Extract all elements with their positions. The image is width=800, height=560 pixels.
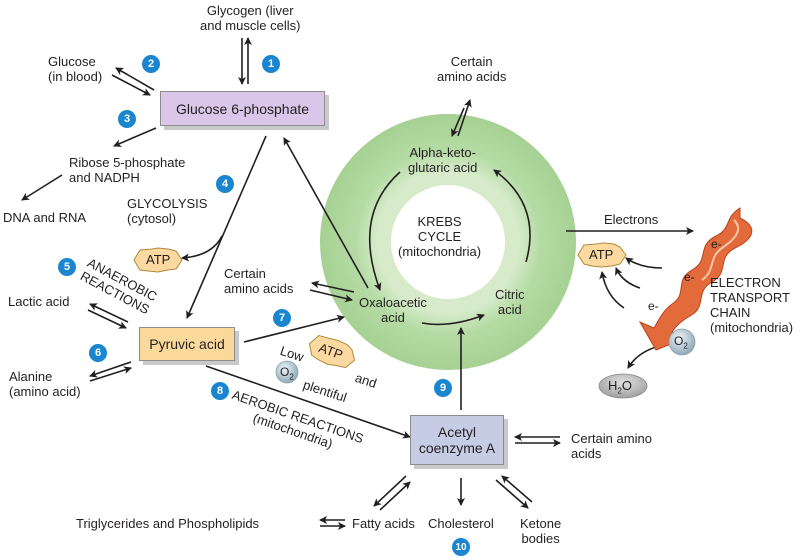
krebs-cycle-center	[391, 185, 505, 299]
electron-mark-2: e-	[684, 270, 695, 284]
arrow-amino-to-alpha	[451, 107, 465, 137]
arrow-amino-to-oxalo	[309, 289, 353, 303]
step-badge-6: 6	[89, 344, 107, 362]
arrow-pyruvic-to-acetyl	[205, 365, 411, 439]
certain-amino-acids-acetyl-label: Certain amino acids	[571, 431, 652, 461]
alpha-ketoglutaric-label: Alpha-keto- glutaric acid	[408, 145, 478, 175]
arrow-alpha-to-amino	[457, 99, 472, 137]
lactic-acid-label: Lactic acid	[8, 294, 70, 309]
arrow-glycolysis-atp	[181, 235, 223, 262]
arrow-glucose-to-g6p	[111, 74, 151, 96]
arrow-etc-atp-2	[615, 267, 641, 289]
o2-label-pyruvic: O2	[280, 365, 294, 382]
dna-rna-label: DNA and RNA	[3, 210, 87, 225]
etc-highlight	[701, 219, 740, 281]
glycolysis-label: GLYCOLYSIS (cytosol)	[127, 196, 208, 226]
arrow-o2-to-h2o	[627, 343, 671, 369]
step-badge-5: 5	[58, 258, 76, 276]
o2-label-etc: O2	[674, 334, 688, 351]
ribose-label: Ribose 5-phosphate and NADPH	[69, 155, 186, 185]
citric-acid-label: Citric acid	[495, 287, 525, 317]
certain-amino-acids-alpha-label: Certain amino acids	[437, 54, 507, 84]
step-badge-9: 9	[434, 379, 452, 397]
krebs-cycle-label: KREBS CYCLE (mitochondria)	[398, 214, 482, 259]
arrow-oxaloacetic-to-g6p	[283, 137, 369, 289]
step-badge-10: 10	[452, 538, 470, 556]
ketone-bodies-label: Ketone bodies	[520, 516, 562, 546]
arrow-oxalo-to-citric	[421, 313, 485, 326]
arrow-glycolysis	[186, 135, 267, 319]
arrow-pyruvic-to-lactic	[89, 303, 129, 323]
atp-label-glycolysis: ATP	[146, 252, 171, 267]
atp-star-etc	[577, 242, 627, 268]
electrons-label: Electrons	[604, 212, 659, 227]
arrow-ketone-to-acetyl	[501, 475, 533, 503]
step-badge-3: 3	[118, 110, 136, 128]
acetyl-coenzyme-a-box: Acetyl coenzyme A	[410, 415, 504, 465]
step-badge-4: 4	[216, 175, 234, 193]
glycogen-label: Glycogen (liver and muscle cells)	[200, 3, 301, 33]
oxygen-molecule-etc	[668, 328, 696, 356]
arrow-ribose-to-dna	[21, 174, 63, 201]
atp-star-glycolysis	[133, 247, 183, 273]
electron-mark-3: e-	[648, 299, 659, 313]
electron-transport-chain-label: ELECTRON TRANSPORT CHAIN (mitochondria)	[710, 275, 794, 335]
arrow-oxalo-to-amino	[311, 280, 355, 293]
arrow-etc-atp-3	[599, 271, 625, 309]
h2o-label: H2O	[608, 378, 632, 396]
step-badge-7: 7	[273, 309, 291, 327]
arrow-lactic-to-pyruvic	[87, 309, 127, 329]
step-badge-2: 2	[142, 55, 160, 73]
electron-transport-chain	[638, 207, 753, 351]
arrow-fatty-to-acetyl	[379, 481, 411, 511]
fatty-acids-label: Fatty acids	[352, 516, 415, 531]
water-molecule	[598, 373, 648, 399]
certain-amino-acids-oxalo-label: Certain amino acids	[224, 266, 294, 296]
glucose-6-phosphate-box: Glucose 6-phosphate	[160, 91, 325, 126]
pyruvic-acid-label: Pyruvic acid	[149, 336, 225, 352]
glucose-6-phosphate-label: Glucose 6-phosphate	[175, 100, 310, 117]
arrow-alanine-to-pyruvic	[89, 366, 132, 382]
arrow-pyruvic-to-alanine	[89, 361, 132, 378]
electron-mark-1: e-	[711, 237, 722, 251]
triglycerides-label: Triglycerides and Phospholipids	[76, 516, 260, 531]
atp-label-etc: ATP	[589, 247, 614, 262]
arrow-g6p-to-glucose	[115, 67, 155, 91]
atp-star-low-o2	[308, 334, 356, 369]
oxaloacetic-label: Oxaloacetic acid	[359, 295, 427, 325]
arrow-acetyl-to-ketone	[495, 479, 529, 509]
arrow-pyruvic-to-oxaloacetic	[243, 314, 345, 343]
oxygen-molecule-pyruvic	[275, 360, 299, 384]
step-badge-1: 1	[262, 55, 280, 73]
arrow-acetyl-to-fatty	[373, 475, 407, 507]
arrow-citric-to-alpha	[493, 169, 531, 263]
cholesterol-label: Cholesterol	[428, 516, 494, 531]
arrow-g6p-to-ribose	[113, 127, 157, 147]
pyruvic-acid-box: Pyruvic acid	[139, 327, 235, 361]
arrow-alpha-to-oxalo	[368, 171, 401, 291]
glucose-blood-label: Glucose (in blood)	[48, 54, 103, 84]
acetyl-coenzyme-a-label: Acetyl coenzyme A	[418, 424, 496, 456]
arrow-etc-atp-1	[625, 257, 663, 269]
alanine-label: Alanine (amino acid)	[9, 369, 81, 399]
step-badge-8: 8	[211, 382, 229, 400]
